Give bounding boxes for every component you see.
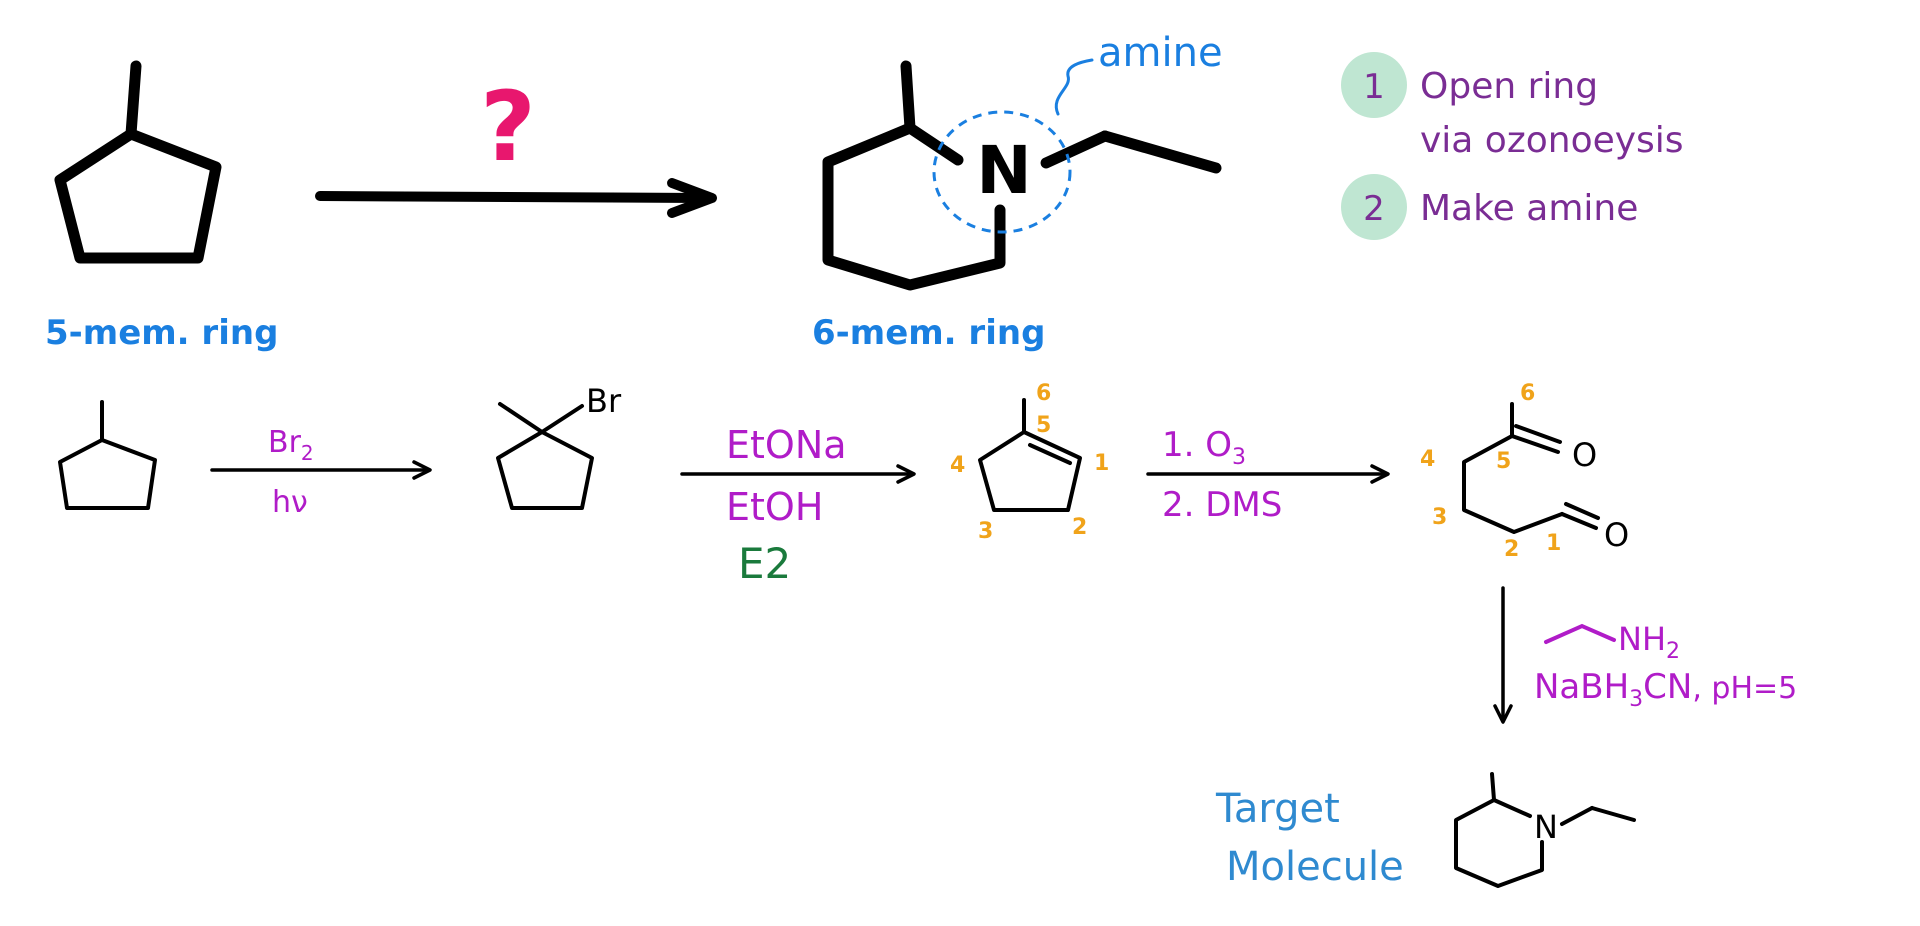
dicarbonyl-c4-number: 4 [1420,447,1435,472]
reagent-ethoxide: EtONa [726,423,847,467]
target-label-line2: Molecule [1226,844,1404,890]
target-label-line1: Target [1215,786,1340,832]
alkene-c5-number: 5 [1036,413,1051,438]
step-2-badge [1341,174,1407,240]
step-2-number: 2 [1363,189,1385,229]
strategy-step-2: 2 Make amine [1341,174,1638,240]
five-membered-ring-caption: 5-mem. ring [45,313,278,353]
step-1-badge [1341,52,1407,118]
reagent-dms: 2. DMS [1162,485,1282,525]
arrow-bromination [210,460,432,480]
piperidine-large [822,60,1222,291]
step-1-number: 1 [1363,67,1385,107]
alkene-c3-number: 3 [978,519,993,544]
methylcyclopentane-small [58,400,157,510]
dicarbonyl-c1-number: 1 [1546,531,1561,556]
amine-highlight-circle [932,110,1072,234]
reagent-bromine: Br2 [268,425,314,465]
methylcyclopentane-large [54,60,222,264]
methylcyclopentene [978,398,1082,512]
reagent-ethylamine: NH2 [1618,620,1680,664]
arrow-reductive-amination [1493,586,1513,724]
step-1-line2: via ozonoeysis [1420,120,1684,161]
keto-aldehyde [1462,402,1600,534]
arrow-elimination [680,464,916,484]
dicarbonyl-c2-number: 2 [1504,537,1519,562]
reagent-ethanol: EtOH [726,485,823,529]
step-1-line1: Open ring [1420,66,1598,107]
aldehyde-oxygen-label: O [1604,516,1629,554]
alkene-c6-number: 6 [1036,381,1051,406]
strategy-step-1: 1 Open ring via ozonoeysis [1341,52,1684,161]
six-membered-ring-caption: 6-mem. ring [812,313,1045,353]
reagent-cyanoborohydride: NaBH3CN, pH=5 [1534,667,1797,712]
dicarbonyl-c3-number: 3 [1432,505,1447,530]
step-2-line1: Make amine [1420,188,1638,229]
alkene-c4-number: 4 [950,453,965,478]
reagent-ozone: 1. O3 [1162,425,1246,470]
target-piperidine [1454,772,1636,888]
bromo-methylcyclopentane [496,402,594,510]
mechanism-e2-label: E2 [738,539,791,588]
question-mark: ? [480,71,536,183]
reagent-light: hν [272,485,308,520]
dicarbonyl-c5-number: 5 [1496,449,1511,474]
overview-arrow [315,178,717,218]
target-nitrogen-atom: N [1534,808,1558,846]
bromine-atom-label: Br [586,382,622,420]
ketone-oxygen-label: O [1572,436,1597,474]
arrow-ozonolysis [1146,464,1390,484]
amine-label-pointer [1054,58,1094,116]
amine-label: amine [1098,30,1223,76]
alkene-c1-number: 1 [1094,451,1109,476]
dicarbonyl-c6-number: 6 [1520,381,1535,406]
amine-nitrogen-atom: N [976,132,1031,209]
alkene-c2-number: 2 [1072,515,1087,540]
ethylamine-structure [1544,623,1616,644]
